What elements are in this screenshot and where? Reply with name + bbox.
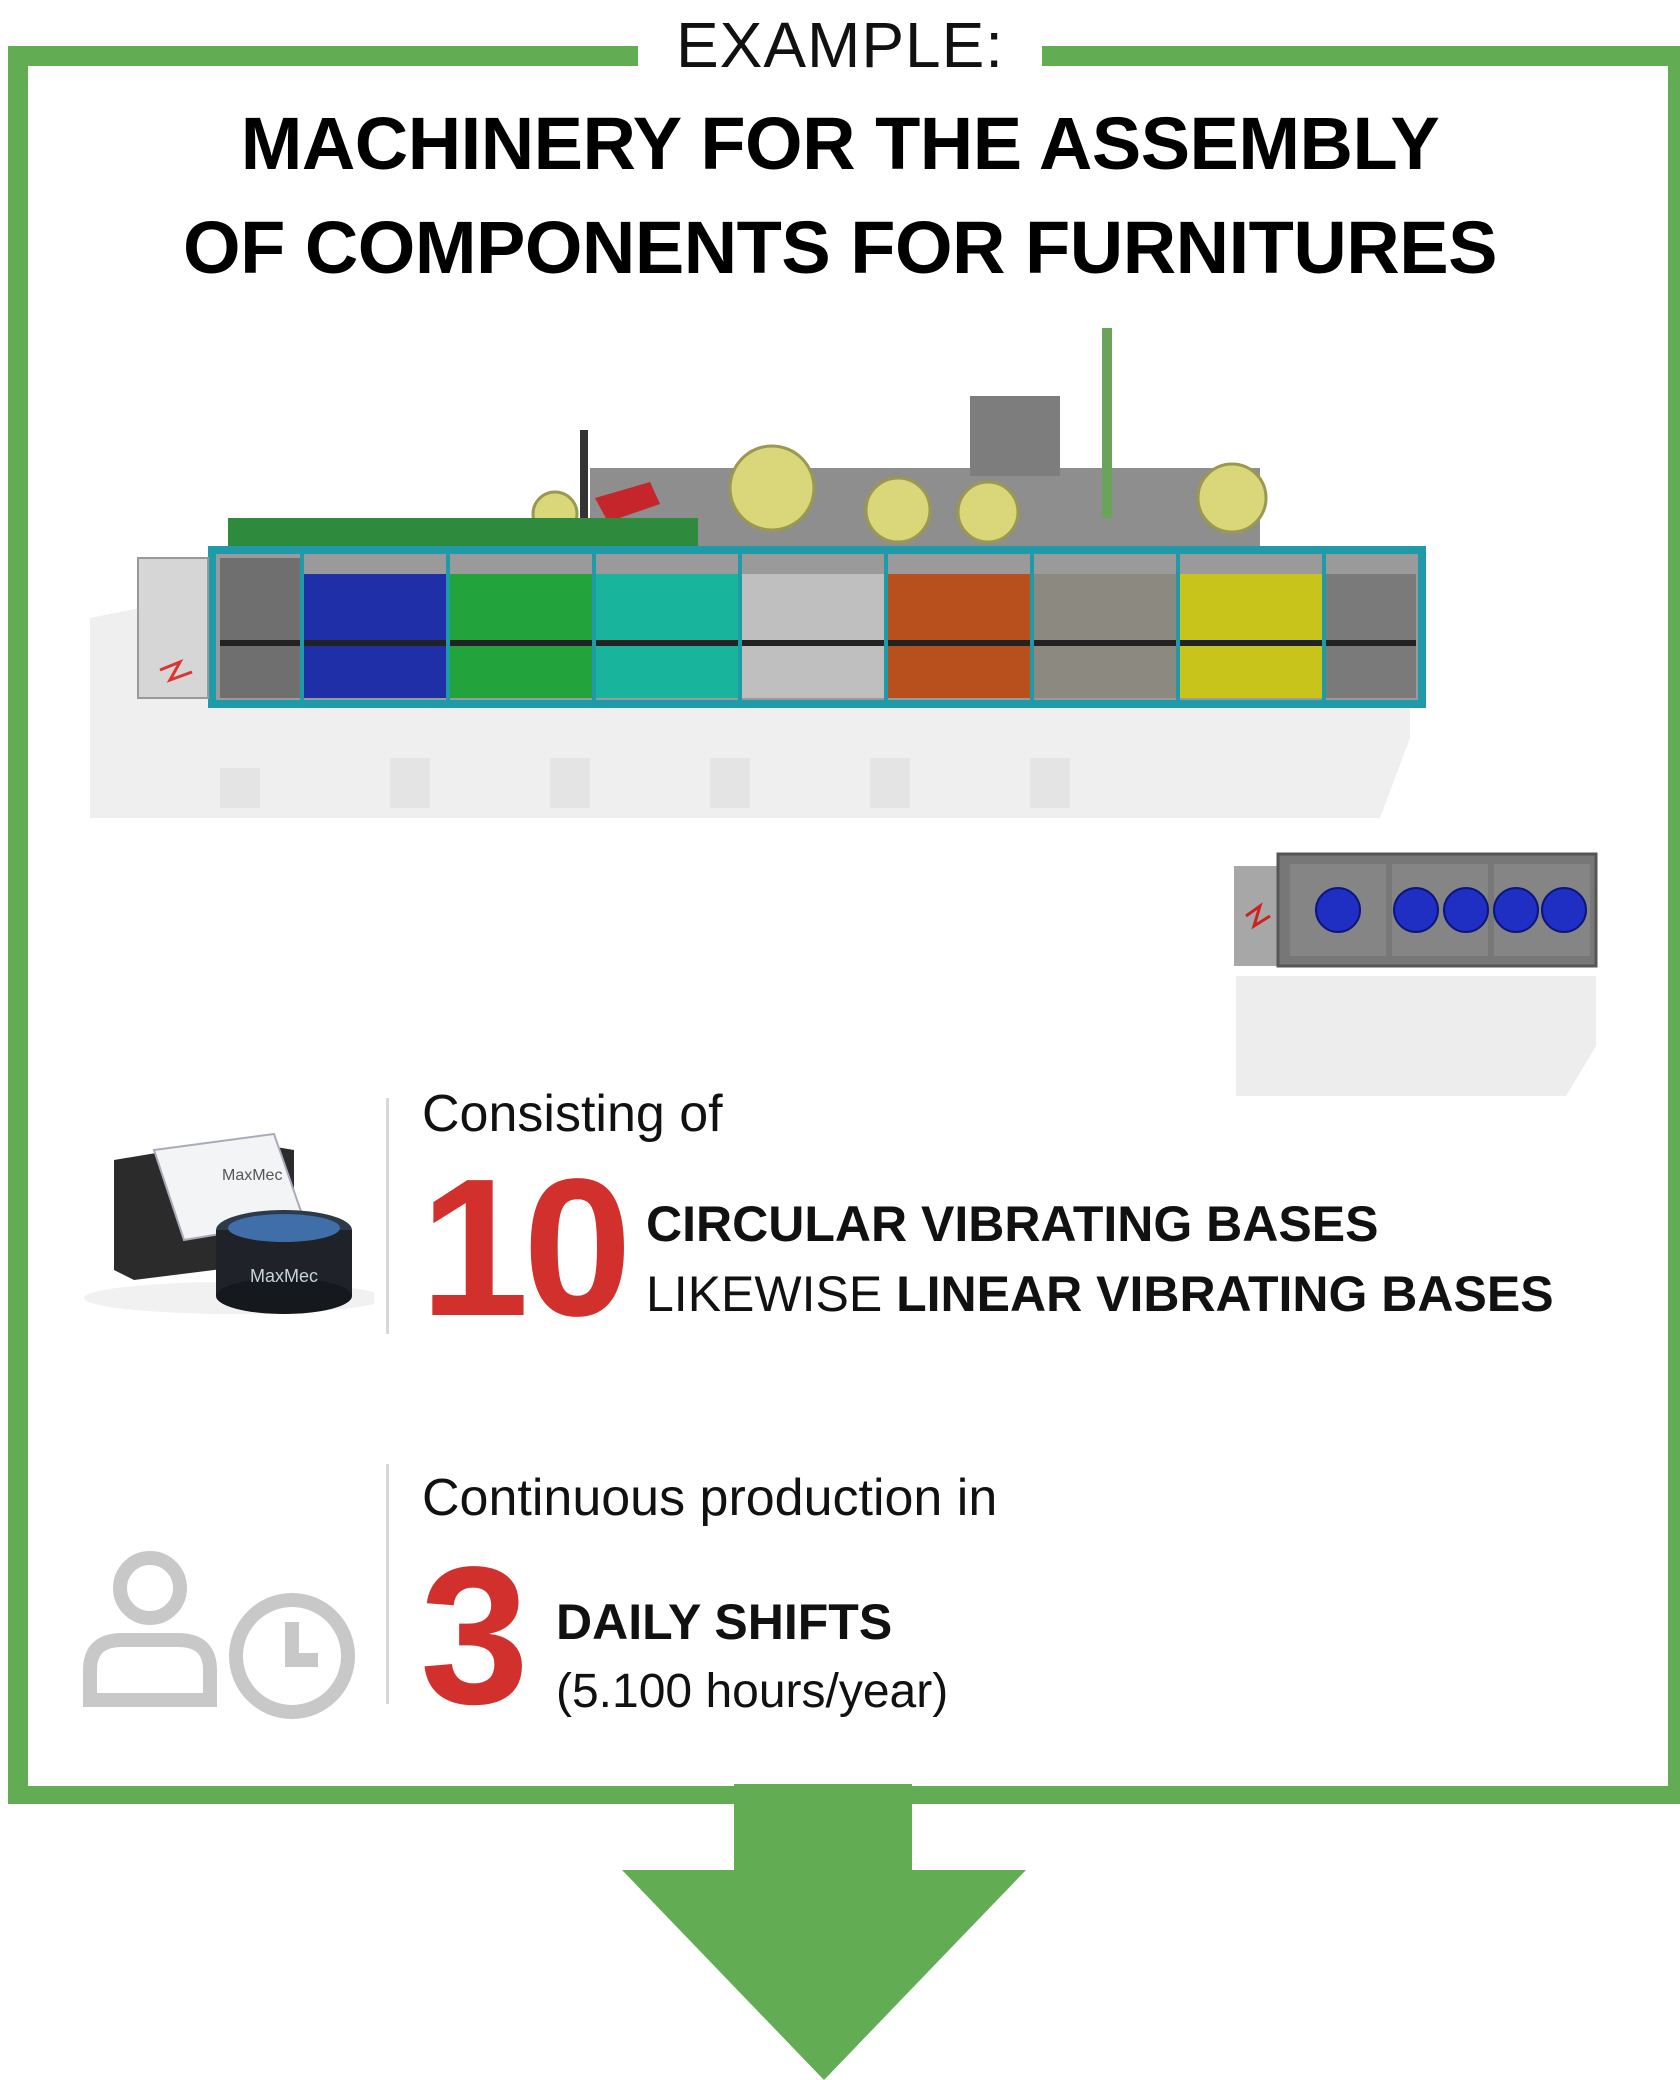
feeder-station-image <box>1234 852 1598 1096</box>
clock-icon <box>229 1593 355 1719</box>
svg-text:MaxMec: MaxMec <box>222 1167 282 1184</box>
assembly-machine-image <box>90 328 1426 818</box>
svg-text:MaxMec: MaxMec <box>250 1266 318 1286</box>
stat2-line2: (5.100 hours/year) <box>556 1665 949 1718</box>
page-title-line2: OF COMPONENTS FOR FURNITURES <box>183 206 1497 289</box>
person-icon <box>83 1551 217 1707</box>
page-title-line1: MACHINERY FOR THE ASSEMBLY <box>240 102 1440 185</box>
stat1-line2-prefix: LIKEWISE <box>646 1266 883 1322</box>
stat2-line1: DAILY SHIFTS <box>556 1594 893 1650</box>
arrow-down-icon <box>622 1784 1026 2080</box>
example-label: EXAMPLE: <box>638 0 1042 90</box>
shift-icons <box>83 1551 355 1719</box>
stat2-number: 3 <box>420 1526 529 1745</box>
divider-2 <box>386 1464 389 1704</box>
green-frame <box>8 46 1680 1804</box>
stat1-number: 10 <box>420 1138 632 1357</box>
vibrating-bases-image: MaxMec MaxMec <box>84 1132 374 1314</box>
stat1-line2-bold: LINEAR VIBRATING BASES <box>896 1266 1554 1322</box>
stat1-line2: LIKEWISE LINEAR VIBRATING BASES <box>646 1262 1554 1326</box>
stat1-line1: CIRCULAR VIBRATING BASES <box>646 1196 1379 1252</box>
stat2-intro: Continuous production in <box>422 1469 998 1527</box>
divider-1 <box>386 1098 389 1334</box>
stat1-intro: Consisting of <box>422 1085 723 1143</box>
